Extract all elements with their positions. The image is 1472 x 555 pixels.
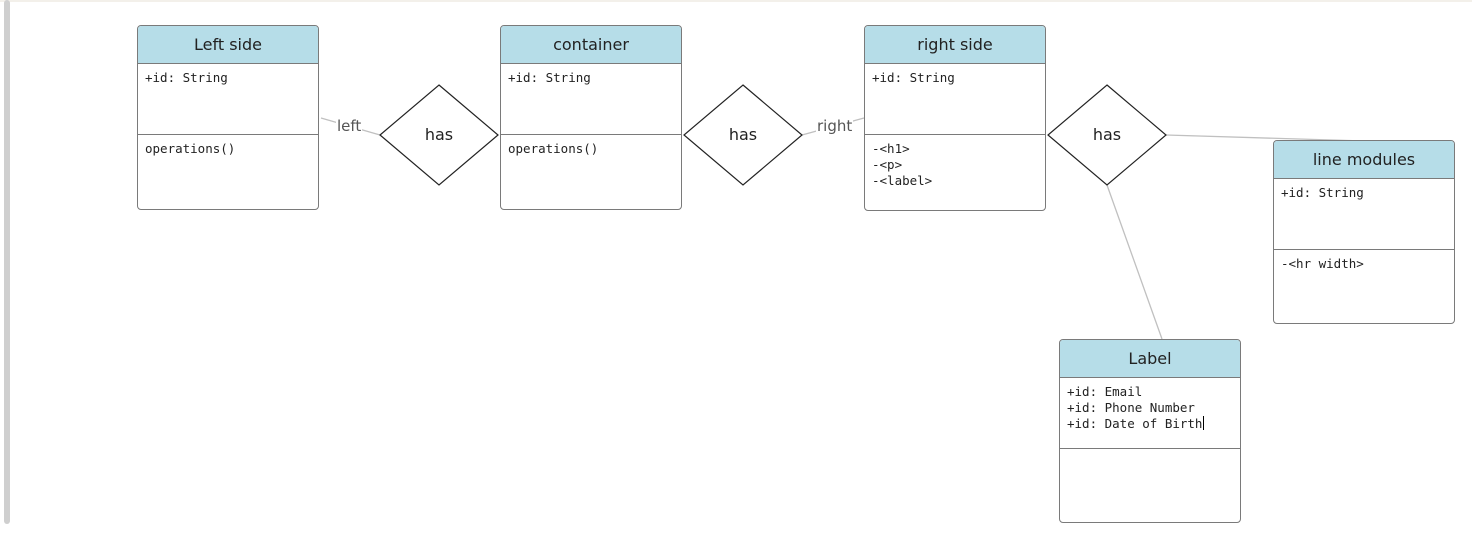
relationship-diamond-left[interactable] [379,84,499,186]
attribute-row: +id: String [145,70,228,85]
vertical-scrollbar[interactable] [4,0,10,524]
class-attributes: +id: String [501,64,681,135]
class-name: Label [1060,340,1240,378]
diamond-label-right: has [728,125,758,144]
attribute-row: +id: String [872,70,955,85]
connector-rightside-label [1106,184,1163,340]
class-line-modules[interactable]: line modules +id: String -<hr width> [1273,140,1455,324]
class-right-side[interactable]: right side +id: String -<h1> -<p> -<labe… [864,25,1046,211]
diamond-label-left: has [424,125,454,144]
operation-row: -<p> [872,157,903,172]
operation-row: -<hr width> [1281,256,1364,271]
class-label[interactable]: Label +id: Email +id: Phone Number +id: … [1059,339,1241,523]
attribute-row: +id: String [1281,185,1364,200]
top-border [0,0,1472,2]
attribute-row-editing[interactable]: +id: Date of Birth [1067,416,1233,432]
diamond-label-rightside: has [1092,125,1122,144]
relationship-diamond-right[interactable] [683,84,803,186]
operation-row: -<label> [872,173,933,188]
class-name: container [501,26,681,64]
class-name: right side [865,26,1045,64]
attribute-row: +id: String [508,70,591,85]
class-operations [1060,449,1240,461]
relationship-diamond-rightside[interactable] [1047,84,1167,186]
class-operations: -<hr width> [1274,250,1454,278]
class-left-side[interactable]: Left side +id: String operations() [137,25,319,210]
operation-row: operations() [508,141,599,156]
class-attributes: +id: String [138,64,318,135]
class-name: line modules [1274,141,1454,179]
class-operations: operations() [138,135,318,163]
edge-label-left: left [336,117,363,135]
class-container[interactable]: container +id: String operations() [500,25,682,210]
attribute-row: +id: Phone Number [1067,400,1195,415]
operation-row: -<h1> [872,141,910,156]
operation-row: operations() [145,141,236,156]
attribute-row: +id: Email [1067,384,1143,399]
attribute-row: +id: Date of Birth [1067,416,1203,431]
class-name: Left side [138,26,318,64]
class-operations: operations() [501,135,681,163]
class-operations: -<h1> -<p> -<label> [865,135,1045,195]
class-attributes: +id: String [865,64,1045,135]
class-attributes: +id: String [1274,179,1454,250]
class-attributes: +id: Email +id: Phone Number +id: Date o… [1060,378,1240,449]
edge-label-right: right [816,117,854,135]
text-caret [1203,416,1205,430]
